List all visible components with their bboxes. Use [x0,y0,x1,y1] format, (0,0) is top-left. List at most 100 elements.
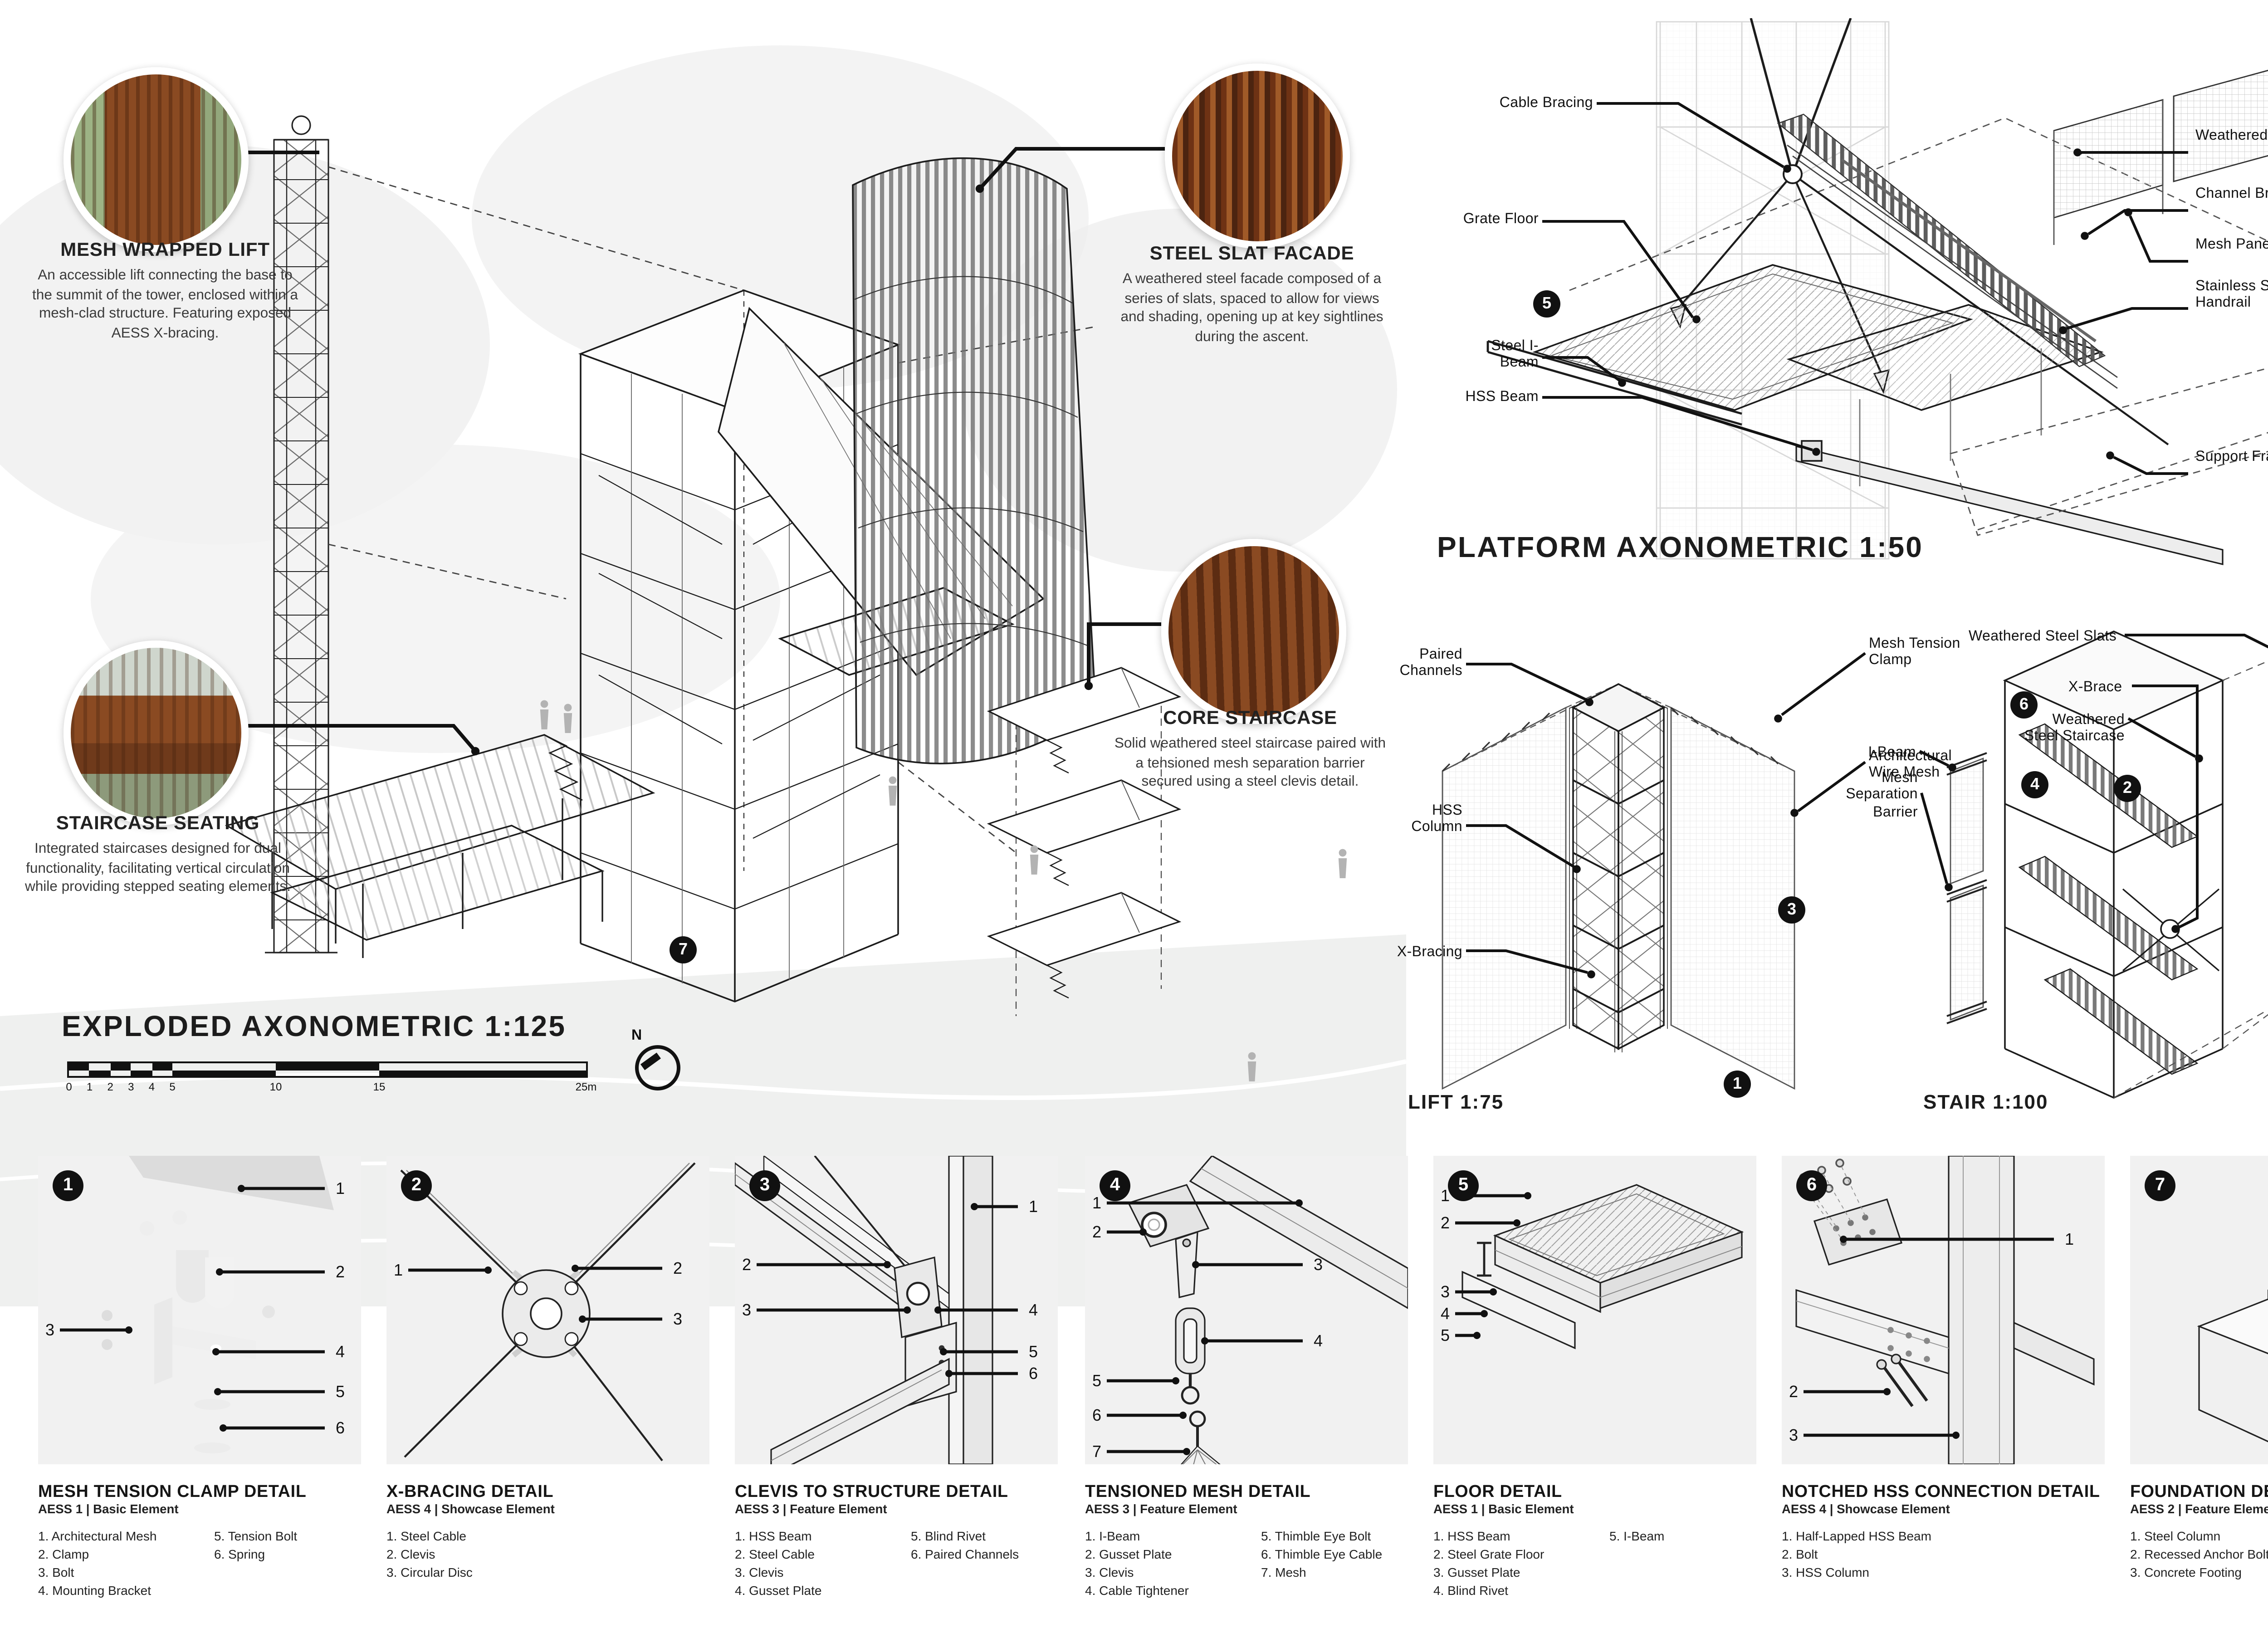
detail-list-item: 2. Clevis [386,1549,435,1562]
mark: 4 [1029,1301,1038,1319]
detail-list-item: 2. Gusset Plate [1085,1549,1172,1562]
platform-axonometric-drawing [1486,18,2268,566]
photo-steel-slat-facade [1165,64,1350,249]
label-grate-floor: Grate Floor [1463,210,1539,227]
detail-title: TENSIONED MESH DETAIL [1085,1481,1311,1501]
badge-x-bracing-detail: 2 [2114,775,2141,802]
detail-list-item: 6. Spring [214,1549,265,1562]
label-i-beam: I-Beam [1868,744,1916,760]
mark: 1 [394,1261,403,1279]
detail-list-item: 3. Concrete Footing [2130,1567,2242,1580]
detail-drawing-box: 1 2 3 4 5 5 [1433,1156,1756,1464]
detail-title: FOUNDATION DETAIL [2130,1481,2268,1501]
detail-list-item: 3. Clevis [1085,1567,1134,1580]
mark: 2 [336,1262,345,1281]
foundation-drawing: 1 2 3 [2197,1290,2268,1442]
mark: 5 [336,1382,345,1401]
detail-list-item: 7. Mesh [1261,1567,1306,1580]
mark: 2 [1092,1222,1101,1241]
callout-title: STAIRCASE SEATING [56,813,260,835]
north-circle [635,1045,680,1090]
detail-list-item: 2. Steel Cable [735,1549,815,1562]
label-line: Weathered [2052,711,2125,728]
exploded-axonometric-title: EXPLODED AXONOMETRIC 1:125 [62,1012,567,1043]
detail-items-col1: 1. I-Beam 2. Gusset Plate 3. Clevis 4. Cabl… [1085,1530,1261,1602]
stair-title: STAIR 1:100 [1923,1092,2048,1114]
detail-list-item: 2. Steel Grate Floor [1433,1549,1545,1562]
mark: 7 [1092,1442,1101,1461]
mark: 3 [1441,1282,1450,1301]
detail-list-item: 3. Gusset Plate [1433,1567,1520,1580]
detail-list-item: 4. Cable Tightener [1085,1585,1189,1599]
badge-tensioned-mesh-detail: 4 [2021,771,2048,798]
detail-drawing-box: 1 2 3 2 [386,1156,709,1464]
label-cable-bracing: Cable Bracing [1499,94,1593,111]
detail-panel-floor: 1 2 3 4 5 5 FLOOR DETAIL AESS 1 | Basic … [1433,1156,1756,1633]
detail-panel-mesh-tension-clamp: 1 2 3 4 5 6 1 MESH TENSION CLAMP DETAIL … [38,1156,361,1633]
detail-list-item: 6. Thimble Eye Cable [1261,1549,1383,1562]
detail-list-item: 4. Blind Rivet [1433,1585,1508,1599]
detail-subtitle: AESS 1 | Basic Element [1433,1504,1574,1517]
scale-bar: 0 1 2 3 4 5 10 15 25m [66,1061,613,1110]
callout-core-staircase: CORE STAIRCASE Solid weathered steel sta… [1112,708,1388,792]
detail-list-item: 3. HSS Column [1782,1567,1869,1580]
label-stainless-steel-handrail: Stainless Steel Handrail [2195,278,2268,311]
badge-mesh-tension-clamp-detail: 1 [1724,1071,1751,1098]
mark: 1 [2065,1230,2074,1248]
mark: 6 [1092,1406,1101,1424]
detail-items-col2 [562,1530,709,1584]
detail-list-item: 4. Gusset Plate [735,1585,822,1599]
detail-list-item: 1. Steel Cable [386,1531,466,1544]
callout-body: An accessible lift connecting the base t… [32,267,298,341]
callout-title: CORE STAIRCASE [1163,708,1337,729]
detail-list-item: 1. HSS Beam [1433,1531,1510,1544]
detail-items: 1. HSS Beam 2. Steel Grate Floor 3. Gusset… [1433,1530,1756,1602]
detail-list-item: 1. I-Beam [1085,1531,1140,1544]
lift-stair-drawing [1442,631,2268,1099]
detail-subtitle: AESS 4 | Showcase Element [386,1504,555,1517]
callout-body: A weathered steel facade composed of a s… [1120,270,1383,345]
detail-list-item: 1. Half-Lapped HSS Beam [1782,1531,1931,1544]
label-mesh-panel-railing: Mesh Panel Railing [2195,236,2268,252]
detail-number-badge: 6 [1796,1170,1827,1201]
photo-staircase-seating [64,640,249,826]
mark: 3 [1789,1426,1798,1444]
detail-number-badge: 3 [749,1170,780,1201]
tensioned-mesh-drawing: 1 2 3 4 5 6 7 [1092,1156,1408,1464]
detail-title: CLEVIS TO STRUCTURE DETAIL [735,1481,1008,1501]
photo-core-staircase [1161,539,1346,724]
mark: 2 [1789,1382,1798,1401]
detail-drawing-box: 1 2 3 4 5 6 3 [735,1156,1058,1464]
detail-list-item: 5. Tension Bolt [214,1531,298,1544]
detail-drawing-box: 1 2 3 4 5 6 7 4 [1085,1156,1408,1464]
north-label: N [631,1027,642,1043]
mark: 1 [1092,1193,1101,1212]
north-arrow: N [628,1027,682,1092]
mark: 3 [742,1301,751,1319]
badge-floor-detail: 5 [1533,290,1560,318]
mesh-tension-clamp-drawing: 1 2 3 4 5 6 [45,1156,345,1453]
detail-panel-x-bracing: 1 2 3 2 X-BRACING DETAIL AESS 4 | Showca… [386,1156,709,1633]
detail-list-item: 1. Steel Column [2130,1531,2221,1544]
label-line: Steel Staircase [2024,728,2125,745]
detail-panel-notched-hss: 1 2 3 6 NOTCHED HSS CONNECTION DETAIL AE… [1782,1156,2105,1633]
mark: 2 [673,1259,682,1277]
detail-list-item: 2. Recessed Anchor Bolts [2130,1549,2268,1562]
callout-mesh-wrapped-lift: MESH WRAPPED LIFT An accessible lift con… [29,240,301,344]
mark: 1 [336,1179,345,1198]
mark: 4 [1441,1304,1450,1323]
detail-items: 1. I-Beam 2. Gusset Plate 3. Clevis 4. Cabl… [1085,1530,1408,1602]
detail-panel-tensioned-mesh: 1 2 3 4 5 6 7 4 TENSIONED MESH DETAIL AE… [1085,1156,1408,1633]
detail-subtitle: AESS 3 | Feature Element [1085,1504,1237,1517]
detail-list-item: 4. Mounting Bracket [38,1585,152,1599]
detail-items-col1: 1. HSS Beam 2. Steel Grate Floor 3. Gusset… [1433,1530,1609,1602]
detail-subtitle: AESS 3 | Feature Element [735,1504,887,1517]
detail-list-item: 1. HSS Beam [735,1531,812,1544]
scale-tick: 4 [148,1083,155,1094]
